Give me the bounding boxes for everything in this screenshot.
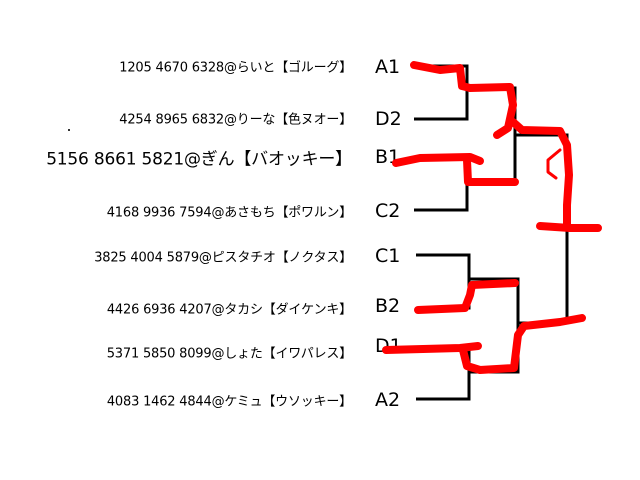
entry-label: 3825 4004 5879@ピスタチオ【ノクタス】: [94, 250, 352, 266]
entry-label: 5371 5850 8099@しょた【イワパレス】: [106, 346, 352, 362]
bracket-line: [414, 155, 469, 212]
marker-stroke: [536, 222, 602, 232]
bracket-line: [469, 277, 520, 374]
marker-stroke: [463, 156, 519, 186]
seed-label: A1: [375, 56, 401, 78]
seed-label: A2: [375, 389, 401, 411]
marker-stroke: [459, 314, 586, 374]
bracket-line: [467, 86, 517, 182]
marker-stroke: [414, 279, 519, 314]
entry-label: 5156 8661 5821@ぎん【バオッキー】: [46, 149, 352, 170]
marker-stroke: [509, 118, 573, 230]
seed-label: B2: [375, 295, 401, 317]
stray-dot: [68, 129, 70, 131]
entry-label: 4168 9936 7594@あさもち【ポワルン】: [106, 205, 352, 221]
seed-label: D2: [375, 108, 402, 130]
marker-stroke: [410, 61, 517, 139]
entry-label: 4254 8965 6832@りーな【色ヌオー】: [119, 112, 352, 128]
entry-label: 4426 6936 4207@タカシ【ダイケンキ】: [106, 302, 352, 318]
entry-label: 1205 4670 6328@らいと【ゴルーグ】: [119, 60, 352, 76]
marker-stroke: [546, 148, 562, 180]
bracket-line: [416, 253, 471, 310]
entry-label: 4083 1462 4844@ケミュ【ウソッキー】: [106, 394, 352, 410]
seed-label: C2: [375, 200, 401, 222]
seed-label: C1: [375, 245, 401, 267]
marker-stroke: [392, 153, 484, 167]
